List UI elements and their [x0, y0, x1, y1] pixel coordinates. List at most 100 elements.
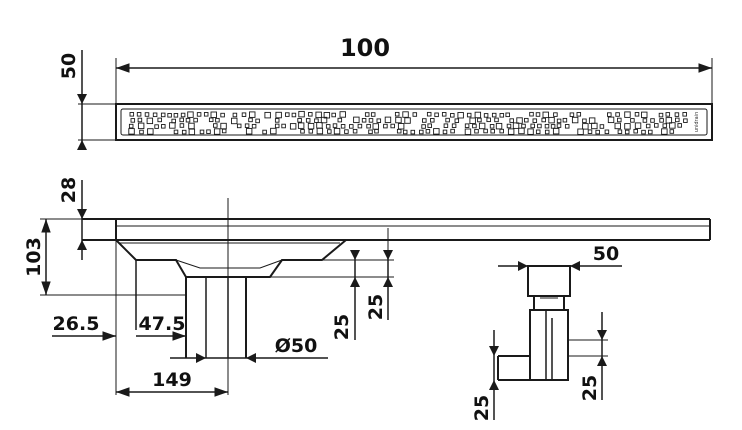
grate-hole — [154, 124, 159, 129]
grate-hole — [450, 113, 455, 118]
grate-hole — [215, 117, 220, 123]
grate-hole — [464, 128, 472, 135]
grate-hole — [587, 129, 593, 134]
grate-hole — [208, 117, 214, 123]
grate-hole — [577, 128, 584, 135]
grate-hole — [512, 122, 520, 129]
grate-hole — [421, 124, 426, 129]
outlet-distance-label: 149 — [152, 369, 192, 391]
grate-hole — [376, 118, 382, 123]
pipe-diameter-arrow-left — [196, 353, 206, 363]
grate-hole — [564, 124, 570, 129]
grate-hole — [264, 111, 271, 119]
grate-hole — [160, 112, 166, 118]
grate-hole — [433, 128, 440, 135]
grate-hole — [624, 129, 630, 135]
grate-hole — [509, 118, 514, 123]
grate-hole — [654, 123, 659, 128]
grate-hole — [220, 112, 225, 118]
grate-hole — [556, 118, 562, 124]
brand-mark: unidrain — [694, 112, 700, 133]
grate-hole — [199, 129, 205, 135]
grate-hole — [524, 117, 529, 123]
grate-hole — [244, 123, 250, 128]
grate-hole — [425, 129, 431, 134]
grate-hole — [366, 123, 371, 129]
grate-hole — [173, 113, 179, 118]
width-arrow-top — [77, 94, 87, 104]
grate-hole — [384, 116, 392, 124]
grate-hole — [333, 127, 341, 135]
trap-width-label: 50 — [593, 243, 619, 265]
grate-hole — [464, 123, 470, 128]
grate-hole — [139, 129, 144, 135]
grate-hole — [352, 128, 358, 134]
grate-hole — [571, 116, 579, 124]
grate-hole — [339, 111, 346, 118]
trap-left-arrow-top — [489, 346, 499, 356]
grate-hole — [494, 117, 499, 123]
grate-hole — [489, 124, 495, 129]
grate-hole — [532, 118, 538, 123]
grate-hole — [236, 123, 242, 129]
grate-hole — [128, 123, 134, 129]
grate-hole — [231, 117, 238, 125]
grate-hole — [187, 111, 194, 118]
grate-hole — [307, 122, 315, 130]
drop-arrow-a-top — [350, 250, 360, 260]
grate-hole — [661, 128, 668, 135]
grate-hole — [599, 124, 605, 129]
grate-hole — [220, 122, 227, 130]
grate-hole — [181, 129, 187, 135]
drain-channel-outline — [115, 103, 713, 141]
grate-hole — [478, 122, 486, 130]
grate-hole — [541, 117, 546, 123]
cover-height-arrow-top — [77, 209, 87, 219]
grate-hole — [300, 129, 305, 134]
grate-hole — [412, 112, 418, 117]
grate-hole — [241, 112, 247, 117]
length-label: 100 — [340, 34, 390, 62]
grate-hole — [466, 112, 472, 118]
grate-hole — [308, 112, 313, 117]
grate-hole — [185, 117, 191, 123]
grate-hole — [683, 118, 688, 123]
grate-hole — [675, 117, 680, 123]
grate-hole — [152, 112, 158, 118]
grate-hole — [556, 123, 562, 128]
grate-hole — [682, 112, 687, 117]
grate-hole — [390, 123, 395, 129]
trap-body — [529, 309, 569, 381]
grate-hole — [495, 122, 503, 130]
trap-right-arrow-top — [597, 330, 607, 340]
grate-hole — [245, 128, 253, 135]
outlet-offset-label: 26.5 — [53, 313, 100, 335]
grate-hole — [427, 123, 432, 128]
grate-hole — [291, 112, 297, 118]
grate-hole — [344, 129, 349, 134]
grate-hole — [499, 128, 504, 134]
grate-hole — [157, 117, 162, 123]
grate-hole — [469, 117, 476, 124]
side-view: 28 103 26.5 47.5 Ø50 149 25 25 — [23, 177, 711, 397]
cover-height-label: 28 — [58, 177, 80, 203]
grate-hole — [167, 113, 172, 118]
width-label: 50 — [58, 53, 80, 79]
grate-hole — [404, 117, 411, 124]
grate-inner-outline — [120, 108, 708, 136]
grate-hole — [507, 128, 515, 135]
trap-left-arrow-bottom — [489, 380, 499, 390]
grate-hole — [394, 111, 400, 117]
grate-hole — [505, 112, 510, 118]
grate-hole — [332, 123, 338, 128]
grate-hole — [210, 111, 217, 118]
funnel-inner-slope — [175, 259, 283, 269]
grate-hole — [368, 118, 374, 123]
grate-hole — [285, 112, 290, 117]
grate-hole — [128, 128, 135, 135]
grate-hole — [213, 123, 218, 128]
grate-hole — [615, 112, 620, 117]
grate-hole — [270, 127, 277, 135]
grate-hole — [353, 116, 360, 124]
